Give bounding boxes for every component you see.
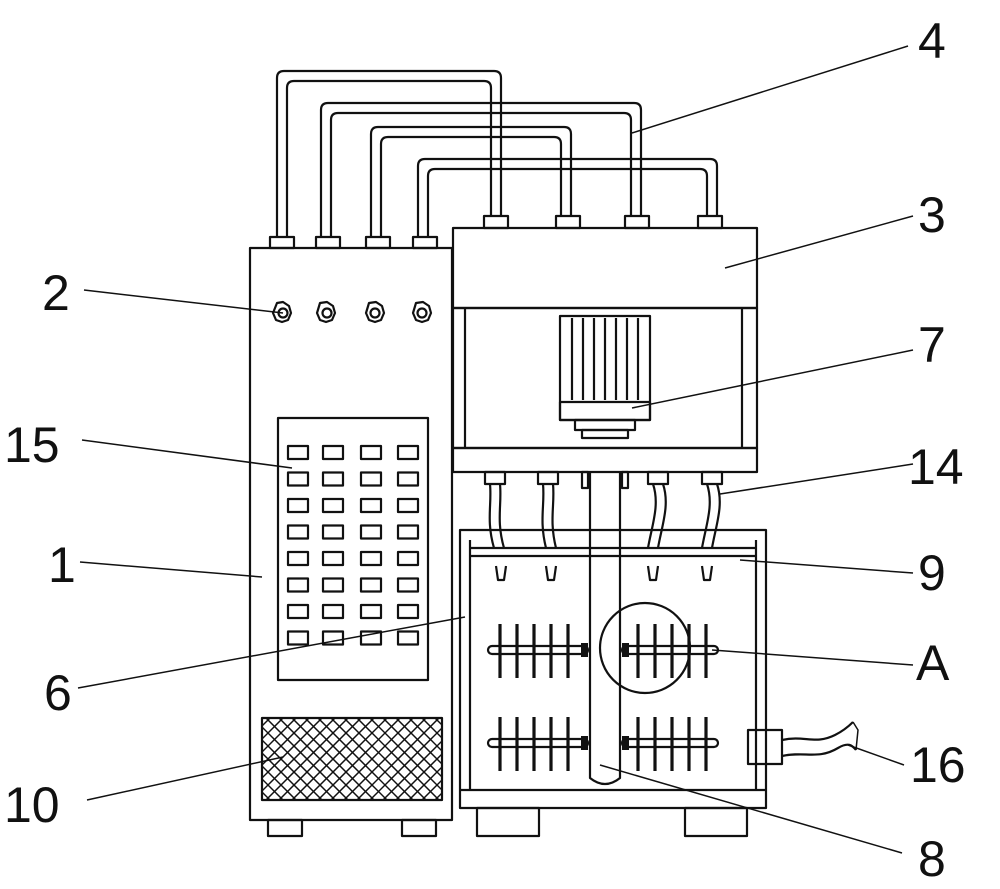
knob [315, 300, 337, 324]
drain-outlet [746, 721, 859, 766]
panel-button [286, 497, 310, 514]
knob [364, 300, 386, 324]
panel-button [321, 550, 345, 567]
panel-button [321, 524, 345, 540]
panel-button [359, 444, 383, 461]
panel-button [321, 630, 345, 646]
panel-button [321, 444, 345, 461]
panel-button [359, 630, 383, 646]
callout-15: 15 [4, 417, 60, 473]
panel-button [396, 577, 420, 593]
knob [411, 300, 433, 324]
panel-button [359, 603, 383, 620]
callout-1: 1 [48, 537, 76, 593]
upper-housing [451, 226, 759, 474]
ventilation-grille [260, 716, 444, 802]
detail-circle-a [598, 601, 692, 695]
panel-button [396, 524, 420, 540]
shaft [580, 470, 630, 786]
callout-6: 6 [44, 665, 72, 721]
hose [536, 470, 560, 582]
hose [646, 470, 670, 582]
panel-button [396, 471, 420, 487]
callout-14: 14 [908, 439, 964, 495]
panel-button [359, 577, 383, 593]
panel-button [286, 550, 310, 567]
brush-mount [622, 736, 629, 750]
brush-bar [486, 737, 590, 749]
hose [700, 470, 724, 582]
panel-button [321, 471, 345, 487]
panel-button [286, 471, 310, 487]
panel-button [396, 497, 420, 514]
panel-button [286, 603, 310, 620]
panel-button [396, 444, 420, 461]
panel-button [359, 524, 383, 540]
leader-lines [77, 45, 914, 854]
callout-9: 9 [918, 545, 946, 601]
hose [483, 470, 508, 582]
brush-mount [622, 643, 629, 657]
brush-bar [486, 644, 590, 656]
panel-button [396, 630, 420, 646]
callout-8: 8 [918, 831, 946, 887]
brush-mount [581, 736, 588, 750]
panel-button [321, 577, 345, 593]
panel-button [359, 550, 383, 567]
panel-button [286, 444, 310, 461]
brushes [486, 624, 720, 771]
panel-button [359, 471, 383, 487]
left-cabinet [248, 246, 454, 838]
callout-a: A [916, 635, 950, 691]
spray-hoses [483, 470, 724, 582]
callout-4: 4 [918, 13, 946, 69]
panel-button [359, 497, 383, 514]
panel-button [286, 630, 310, 646]
brush-mount [581, 643, 588, 657]
left-top-connectors [268, 235, 439, 250]
panel-button [396, 550, 420, 567]
panel-button [321, 603, 345, 620]
panel-button [286, 577, 310, 593]
pipes [275, 69, 719, 237]
callout-3: 3 [918, 187, 946, 243]
callout-2: 2 [42, 265, 70, 321]
motor [558, 314, 652, 440]
callout-10: 10 [4, 777, 60, 833]
panel-button [321, 497, 345, 514]
button-panel [276, 416, 430, 682]
control-knobs [271, 300, 433, 324]
panel-button [396, 603, 420, 620]
tank [458, 528, 768, 838]
callout-16: 16 [910, 737, 966, 793]
callout-labels: 4 3 2 7 15 14 1 9 A 6 16 10 8 [4, 13, 966, 887]
housing-top-connectors [482, 214, 724, 230]
callout-7: 7 [918, 317, 946, 373]
panel-button [286, 524, 310, 540]
